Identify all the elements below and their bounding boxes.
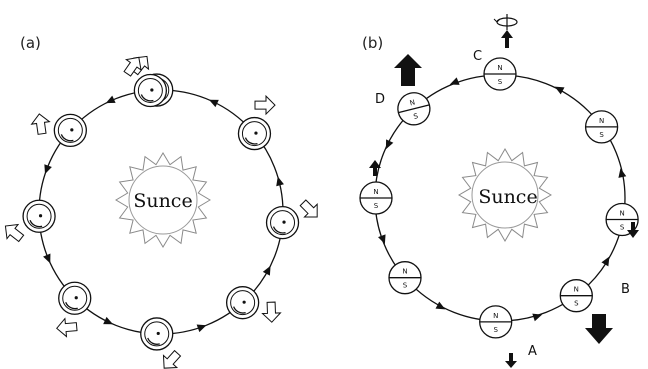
magnet-earth-icon: NS xyxy=(359,181,393,215)
north-pole-label: N xyxy=(373,188,378,196)
point-label-a: A xyxy=(528,344,537,359)
hollow-arrow-icon xyxy=(4,223,25,243)
earth-icon xyxy=(225,286,282,323)
hollow-arrow-icon xyxy=(56,317,78,338)
earth-icon xyxy=(265,199,318,240)
magnet-earth-icon: NS xyxy=(584,110,619,144)
panel-a-sun-label: Sunce xyxy=(133,190,192,212)
orbit-direction-arrow-icon xyxy=(554,86,565,95)
orbit-direction-arrow-icon xyxy=(449,77,460,85)
south-pole-label: S xyxy=(599,131,604,139)
bottom-down-arrow-icon xyxy=(505,353,517,368)
south-pole-label: S xyxy=(620,224,625,232)
north-pole-label: N xyxy=(619,210,624,218)
south-pole-label: S xyxy=(374,202,379,210)
large-up-arrow-icon xyxy=(394,54,422,86)
point-label-c: C xyxy=(473,49,482,64)
panel-b-sun: Sunce xyxy=(458,148,552,242)
north-pole-label: N xyxy=(493,312,498,320)
panel-b-force-arrows xyxy=(369,14,639,368)
large-down-arrow-icon xyxy=(585,314,613,344)
point-label-d: D xyxy=(375,92,385,107)
orbit-direction-arrow-icon xyxy=(44,164,52,175)
point-label-b: B xyxy=(621,282,630,297)
panel-b-label: (b) xyxy=(362,34,383,52)
south-pole-label: S xyxy=(413,112,420,121)
north-pole-label: N xyxy=(402,268,407,276)
orbit-direction-arrow-icon xyxy=(103,316,114,325)
hollow-arrow-icon xyxy=(162,349,182,369)
magnet-earth-icon: NS xyxy=(483,57,517,91)
orbit-direction-arrow-icon xyxy=(276,176,284,187)
hollow-arrow-icon xyxy=(123,56,142,77)
hollow-arrow-icon xyxy=(30,113,51,135)
orbit-direction-arrow-icon xyxy=(43,253,51,264)
magnet-earth-icon: NS xyxy=(559,279,593,313)
south-pole-label: S xyxy=(574,300,579,308)
panel-a-label: (a) xyxy=(20,34,41,52)
north-pole-label: N xyxy=(599,117,604,125)
orbit-direction-arrow-icon xyxy=(532,313,543,322)
earth-icon xyxy=(237,94,276,151)
earth-icon xyxy=(4,199,56,243)
magnet-earth-icon: NS xyxy=(397,92,431,126)
earth-icon xyxy=(140,317,182,369)
earth-icon xyxy=(56,281,92,338)
panel-a-sun: Sunce xyxy=(115,152,211,248)
orbit-direction-arrow-icon xyxy=(208,99,219,108)
north-pole-label: N xyxy=(497,64,502,72)
hollow-arrow-icon xyxy=(299,199,318,218)
orbit-direction-arrow-icon xyxy=(105,95,116,104)
panel-a-earth-group xyxy=(4,55,318,369)
earth-icon xyxy=(123,56,168,108)
magnet-earth-icon: NS xyxy=(388,261,422,295)
hollow-arrow-icon xyxy=(261,301,282,323)
rotation-arrow-icon xyxy=(493,14,518,48)
orbit-direction-arrow-icon xyxy=(385,139,394,150)
magnet-earth-icon: NS xyxy=(605,202,639,237)
north-pole-label: N xyxy=(409,98,416,107)
south-pole-label: S xyxy=(403,282,408,290)
south-pole-label: S xyxy=(493,326,498,334)
orbit-direction-arrow-icon xyxy=(435,301,446,310)
orbit-direction-arrow-icon xyxy=(618,168,627,178)
small-down-arrow-icon xyxy=(627,222,639,238)
north-pole-label: N xyxy=(574,286,579,294)
panel-a: (a) Sunce xyxy=(4,34,318,369)
hollow-arrow-icon xyxy=(254,94,276,116)
earth-icon xyxy=(30,113,87,148)
panel-b-sun-label: Sunce xyxy=(478,186,537,208)
orbit-direction-arrow-icon xyxy=(262,265,271,276)
orbit-direction-arrow-icon xyxy=(378,234,386,245)
small-up-arrow-icon xyxy=(369,160,381,176)
orbit-direction-arrow-icon xyxy=(601,256,610,267)
orbit-direction-arrow-icon xyxy=(196,324,207,333)
south-pole-label: S xyxy=(498,78,503,86)
magnet-earth-icon: NS xyxy=(479,305,513,339)
